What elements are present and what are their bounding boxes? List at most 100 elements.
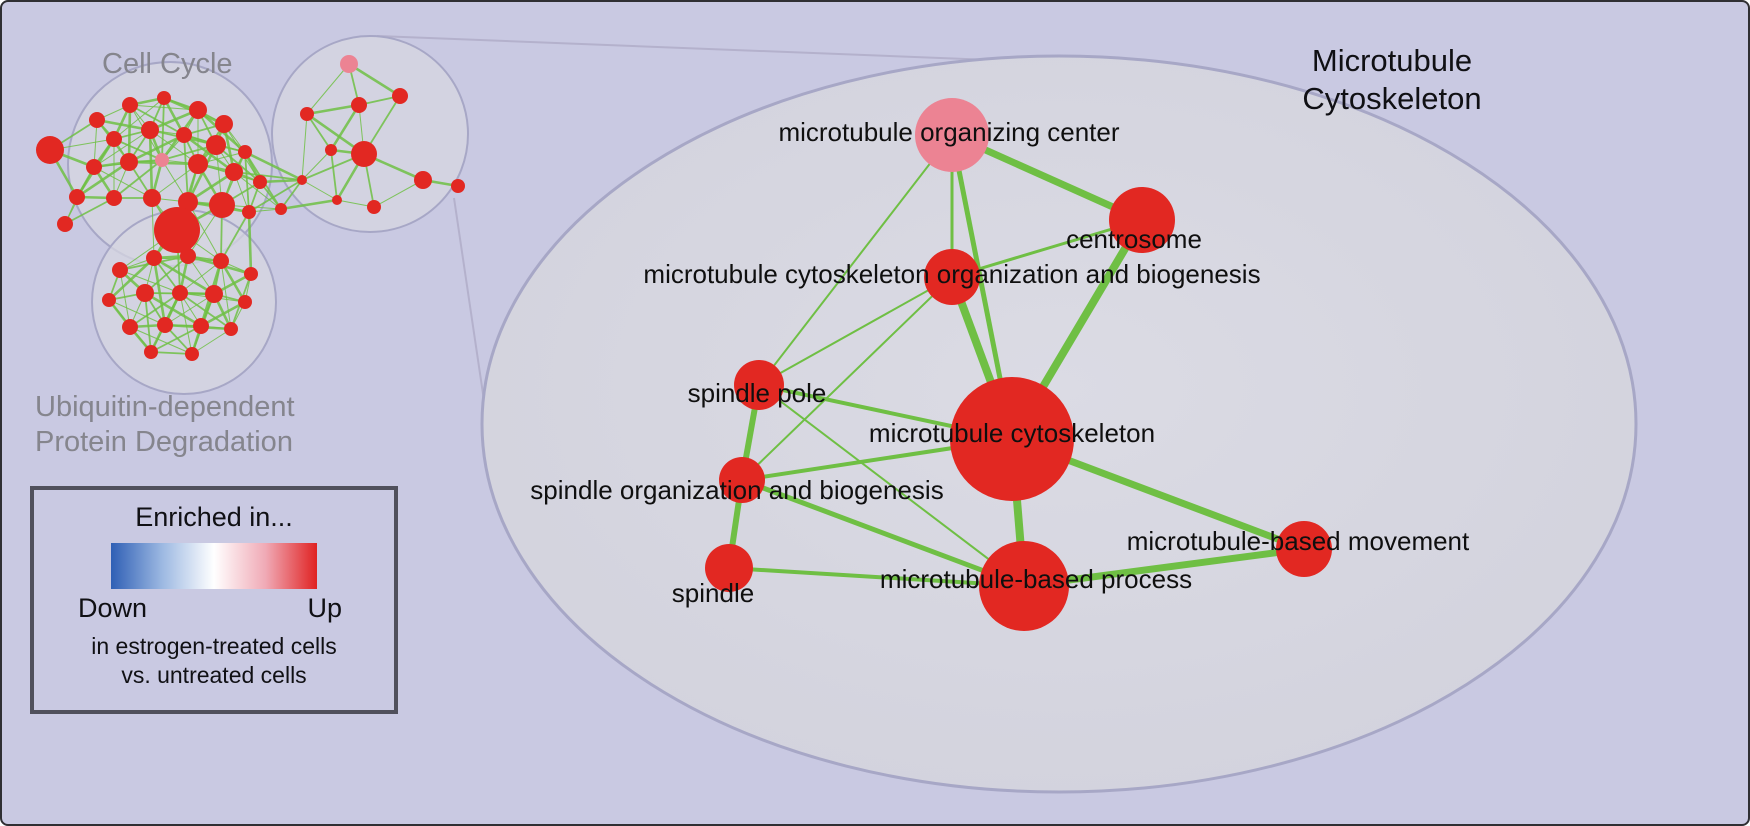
overview-edge (183, 134, 189, 203)
overview-node (136, 284, 154, 302)
overview-node (144, 345, 158, 359)
overview-edge (128, 133, 185, 164)
overview-edge (144, 255, 189, 294)
overview-node (224, 322, 238, 336)
overview-node (300, 107, 314, 121)
node-mbp (979, 541, 1069, 631)
overview-node (89, 112, 105, 128)
node-label-mbm: microtubule-based movement (1127, 526, 1470, 556)
legend-endpoints: Down Up (34, 589, 394, 624)
overview-edge (233, 171, 303, 181)
edge-moc-spindle_pole (758, 134, 953, 386)
edge-mcob-spindle_org (741, 276, 953, 481)
overview-node (122, 97, 138, 113)
node-spindle_org (719, 457, 765, 503)
legend-up-label: Up (307, 593, 342, 623)
edge-mcob-spindle_pole (758, 276, 953, 386)
overview-edge (151, 197, 155, 259)
overview-node (193, 318, 209, 334)
overview-edge (164, 293, 215, 326)
overview-node (206, 135, 226, 155)
overview-node (57, 216, 73, 232)
overview-node (185, 347, 199, 361)
overview-node (122, 319, 138, 335)
edge-mbp-mbm (1023, 545, 1305, 590)
overview-node (36, 136, 64, 164)
overview-node (244, 267, 258, 281)
overview-node (176, 127, 192, 143)
overview-node (189, 101, 207, 119)
node-mc (950, 377, 1074, 501)
overview-node (238, 145, 252, 159)
node-moc (915, 98, 989, 172)
overview-node (143, 189, 161, 207)
legend-box: Enriched in... Down Up in estrogen-treat… (30, 486, 398, 714)
overview-node (172, 285, 188, 301)
overview-edge (330, 149, 338, 201)
overview-edge (76, 160, 130, 199)
overview-edge (373, 179, 424, 208)
overview-node (102, 293, 116, 307)
overview-node (69, 189, 85, 205)
cluster-title-microtubule-cytoskeleton: Microtubule Cytoskeleton (1232, 42, 1552, 118)
overview-node (215, 115, 233, 133)
overview-node (205, 285, 223, 303)
overview-edge (301, 113, 308, 181)
overview-node (225, 163, 243, 181)
overview-node (253, 175, 267, 189)
overview-node (157, 91, 171, 105)
overview-edge (129, 326, 193, 355)
overview-node (392, 88, 408, 104)
overview-node (332, 195, 342, 205)
overview-edge (191, 328, 232, 355)
overview-edge (244, 150, 303, 182)
node-mbm (1276, 521, 1332, 577)
overview-node (120, 153, 138, 171)
overview-node (157, 317, 173, 333)
overview-node (351, 97, 367, 113)
node-spindle_pole (734, 360, 784, 410)
overview-node (209, 192, 235, 218)
ubiquitin-line1: Ubiquitin-dependent (35, 391, 295, 423)
overview-edge (119, 269, 181, 294)
overview-edge (280, 198, 338, 211)
overview-edge (301, 149, 332, 181)
overview-edge (220, 260, 232, 330)
overview-edge (161, 97, 165, 161)
overview-edge (306, 63, 350, 115)
legend-title: Enriched in... (135, 502, 293, 532)
overview-edge (179, 292, 232, 330)
overview-node (213, 253, 229, 269)
node-mcob (924, 249, 980, 305)
legend-gradient-bar (111, 543, 317, 589)
overview-edge (306, 113, 332, 151)
legend-subtitle-2: vs. untreated cells (121, 662, 307, 688)
node-label-mc: microtubule cytoskeleton (869, 418, 1155, 448)
node-label-spindle: spindle (672, 578, 754, 608)
overview-edge (301, 179, 338, 201)
overview-edge (93, 129, 151, 168)
node-label-spindle_pole: spindle pole (688, 378, 827, 408)
overview-node (275, 203, 287, 215)
overview-node (367, 200, 381, 214)
overview-node (141, 121, 159, 139)
overview-node (86, 159, 102, 175)
overview-node (106, 190, 122, 206)
overview-edge (247, 211, 253, 275)
overview-node (351, 141, 377, 167)
node-centrosome (1109, 187, 1175, 253)
node-label-centrosome: centrosome (1066, 224, 1202, 254)
overview-edge (113, 97, 165, 140)
legend-subtitle-1: in estrogen-treated cells (91, 633, 337, 659)
overview-node (451, 179, 465, 193)
edge-spindle_org-mbp (741, 477, 1025, 589)
overview-edge (127, 104, 132, 163)
overview-node (178, 192, 198, 212)
overview-node (188, 154, 208, 174)
overview-edge (113, 159, 163, 199)
node-label-mbp: microtubule-based process (880, 564, 1192, 594)
node-spindle (705, 544, 753, 592)
overview-edge (108, 257, 155, 301)
overview-edge (248, 179, 303, 213)
